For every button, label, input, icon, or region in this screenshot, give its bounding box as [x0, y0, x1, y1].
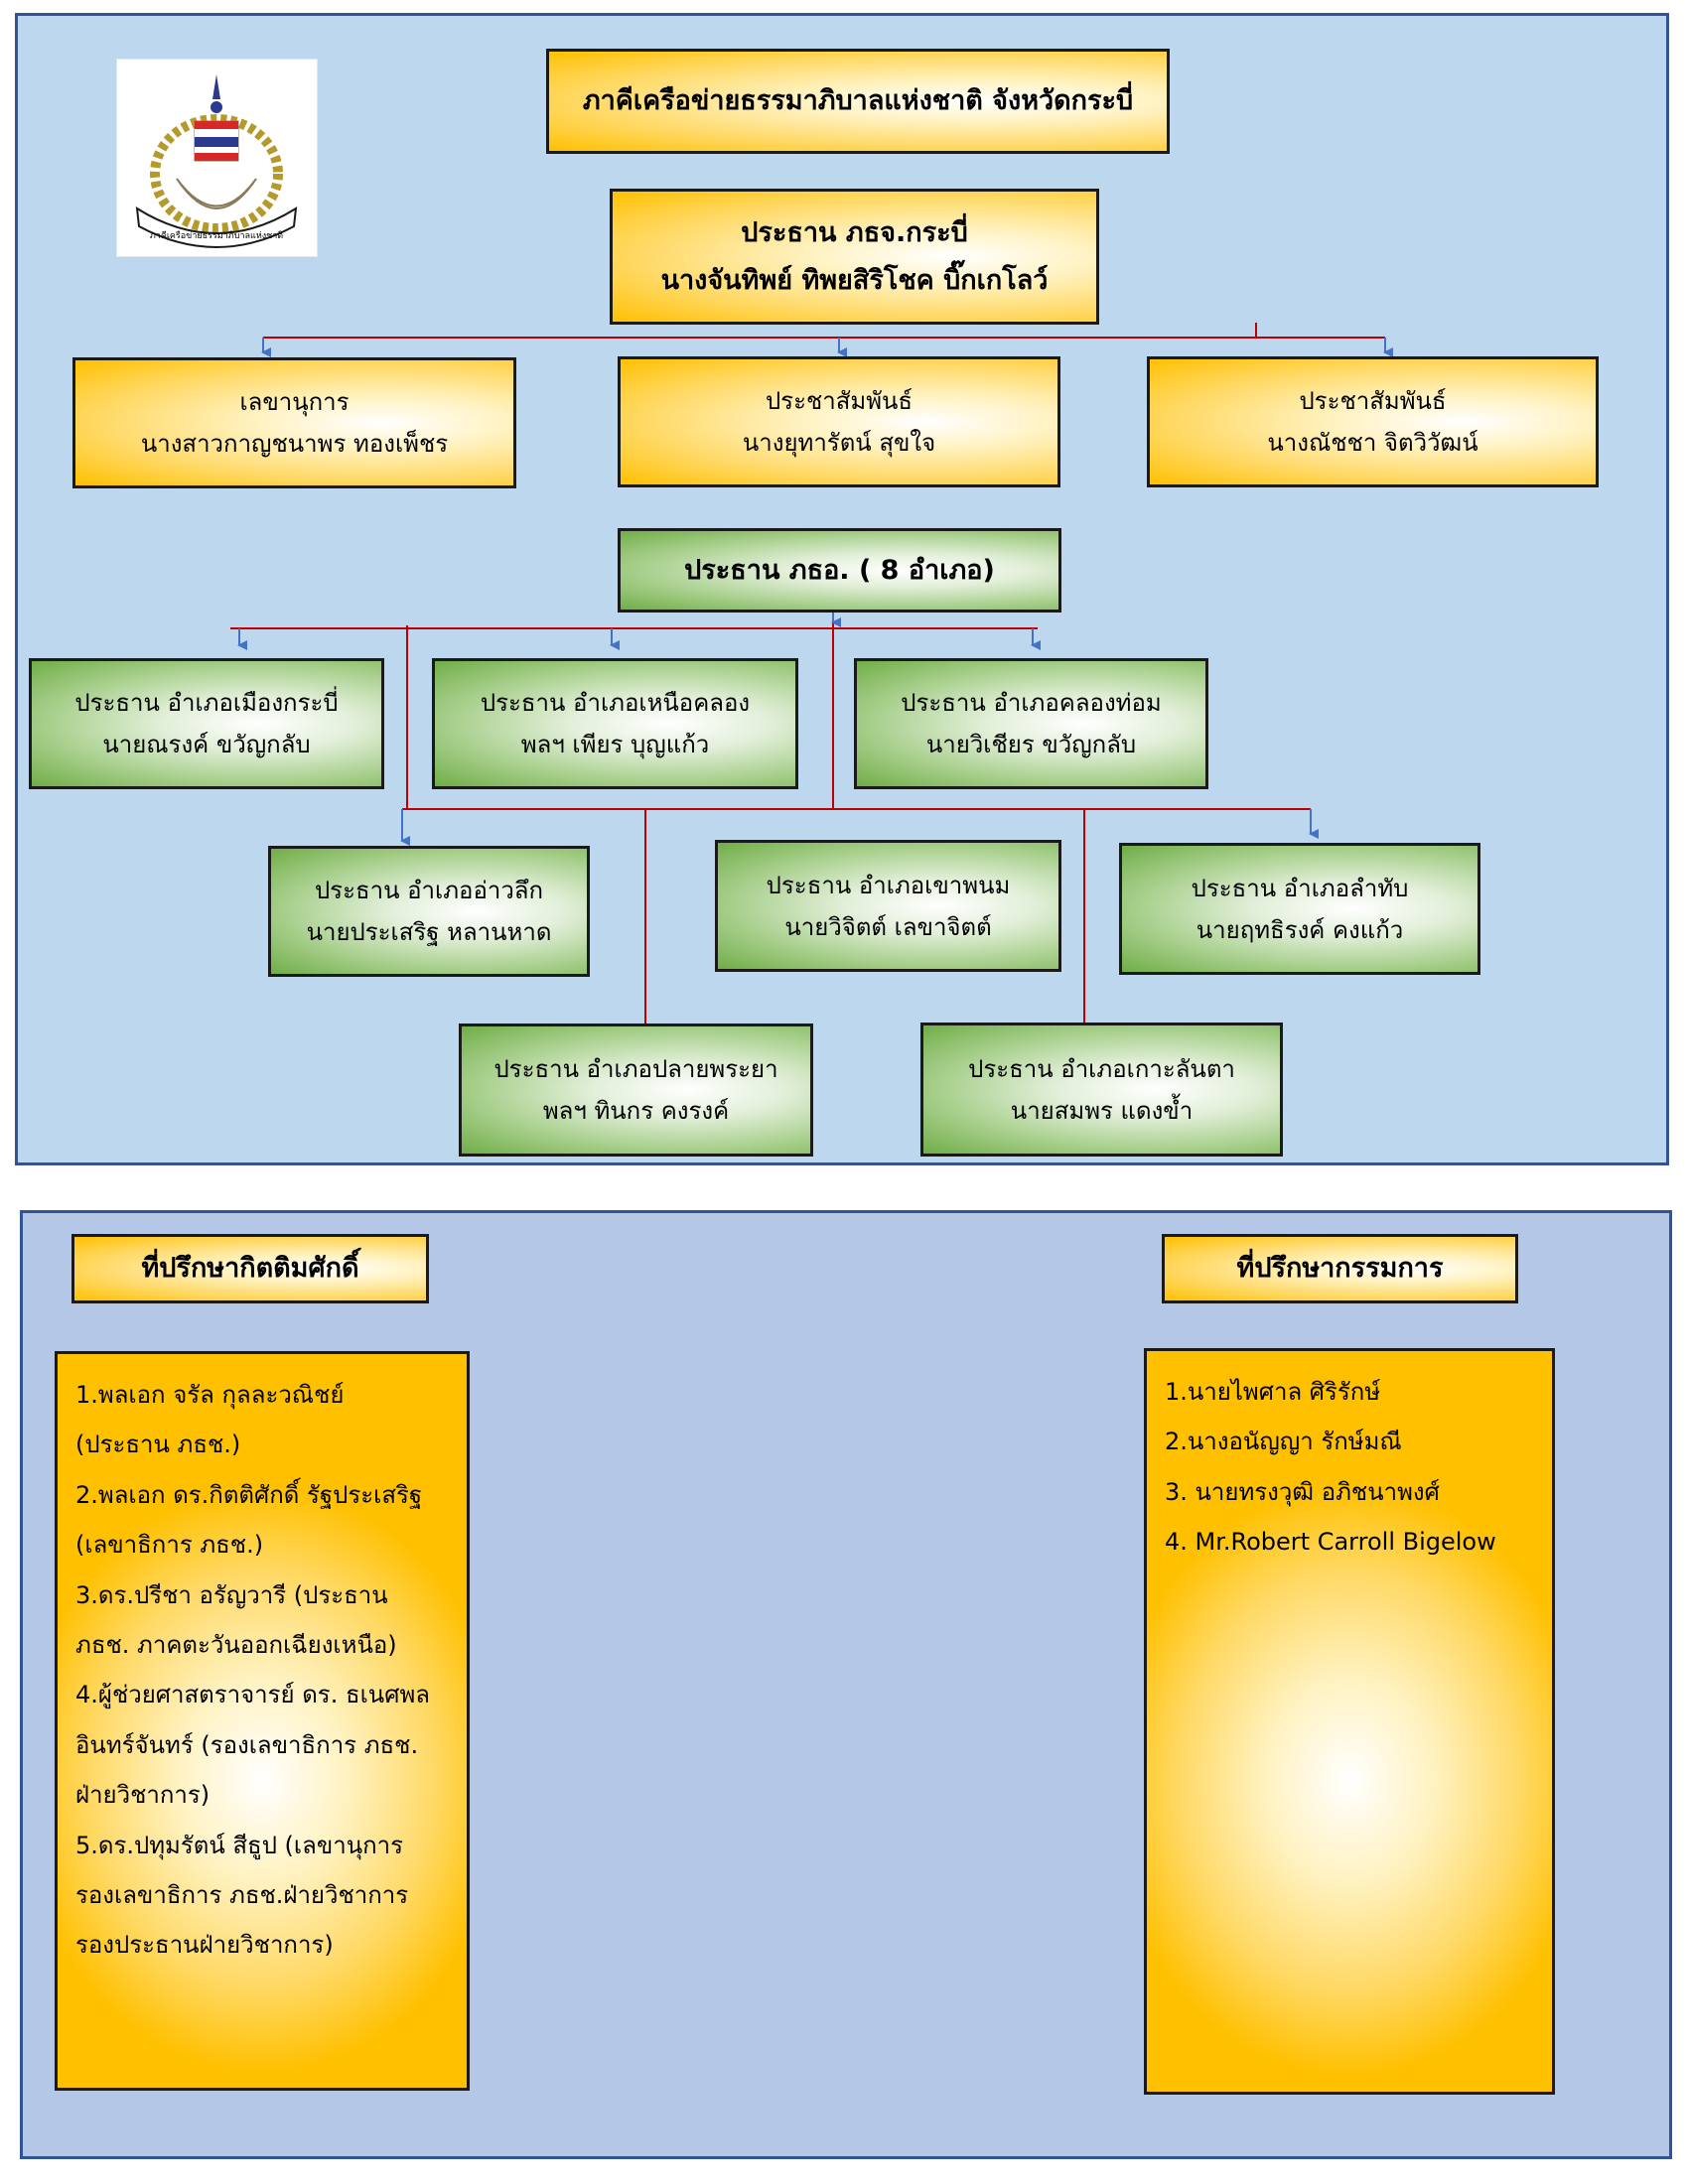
list-item: 1.พลเอก จรัล กุลละวณิชย์: [75, 1381, 345, 1409]
district-name: นายณรงค์ ขวัญกลับ: [102, 731, 311, 758]
officer-box-pr-2: ประชาสัมพันธ์ นางณัชชา จิตวิวัฒน์: [1147, 356, 1599, 487]
list-item: 3. นายทรงวุฒิ อภิชนาพงศ์: [1165, 1477, 1440, 1506]
committee-advisors-title: ที่ปรึกษากรรมการ: [1236, 1253, 1444, 1285]
list-item: 4. Mr.Robert Carroll Bigelow: [1165, 1528, 1496, 1557]
district-role: ประธาน อำเภอเขาพนม: [766, 871, 1011, 899]
list-item: ภธช. ภาคตะวันออกเฉียงเหนือ): [75, 1630, 397, 1659]
logo-emblem-icon: ภาคีเครือข่ายธรรมาภิบาลแห่งชาติ: [135, 74, 298, 248]
list-item: 5.ดร.ปทุมรัตน์ สีธูป (เลขานุการ: [75, 1831, 404, 1859]
list-item: 3.ดร.ปรีชา อรัญวารี (ประธาน: [75, 1580, 388, 1609]
list-item: รองประธานฝ่ายวิชาการ): [75, 1931, 334, 1960]
district-box-nuea-khlong: ประธาน อำเภอเหนือคลอง พลฯ เพียร บุญแก้ว: [432, 658, 798, 789]
officer-name: นางณัชชา จิตวิวัฒน์: [1267, 429, 1478, 457]
officer-role: ประชาสัมพันธ์: [765, 387, 914, 415]
chair-role: ประธาน ภธจ.กระบี่: [741, 217, 968, 249]
committee-advisors-list: 1.นายไพศาล ศิริรักษ์ 2.นางอนัญญา รักษ์มณ…: [1144, 1348, 1555, 2095]
district-role: ประธาน อำเภอลำทับ: [1191, 874, 1409, 902]
officer-name: นางยุทารัตน์ สุขใจ: [742, 429, 936, 457]
district-name: นายวิจิตต์ เลขาจิตต์: [784, 912, 992, 941]
officer-box-secretary: เลขานุการ นางสาวกาญชนาพร ทองเพ็ชร: [72, 357, 516, 488]
chair-box: ประธาน ภธจ.กระบี่ นางจันทิพย์ ทิพยสิริโช…: [610, 189, 1099, 325]
district-role: ประธาน อำเภอเหนือคลอง: [480, 689, 751, 717]
district-head-box: ประธาน ภธอ. ( 8 อำเภอ): [618, 528, 1061, 613]
logo-text: ภาคีเครือข่ายธรรมาภิบาลแห่งชาติ: [150, 230, 283, 241]
district-box-ao-luek: ประธาน อำเภออ่าวลึก นายประเสริฐ หลานหาด: [268, 846, 590, 977]
district-name: นายวิเชียร ขวัญกลับ: [925, 731, 1137, 758]
district-box-plai-phraya: ประธาน อำเภอปลายพระยา พลฯ ทินกร คงรงค์: [459, 1024, 813, 1157]
list-item: (เลขาธิการ ภธช.): [75, 1531, 264, 1560]
district-role: ประธาน อำเภออ่าวลึก: [314, 877, 544, 904]
list-item: รองเลขาธิการ ภธช.ฝ่ายวิชาการ: [75, 1880, 409, 1909]
officer-role: ประชาสัมพันธ์: [1299, 387, 1447, 415]
officer-role: เลขานุการ: [239, 388, 350, 416]
page-title-text: ภาคีเครือข่ายธรรมาภิบาลแห่งชาติ จังหวัดก…: [582, 85, 1134, 117]
district-box-mueang-krabi: ประธาน อำเภอเมืองกระบี่ นายณรงค์ ขวัญกลั…: [29, 658, 384, 789]
district-role: ประธาน อำเภอเมืองกระบี่: [74, 689, 339, 717]
network-logo: ภาคีเครือข่ายธรรมาภิบาลแห่งชาติ: [116, 59, 318, 257]
district-role: ประธาน อำเภอเกาะลันตา: [968, 1054, 1235, 1083]
list-item: 1.นายไพศาล ศิริรักษ์: [1165, 1378, 1381, 1406]
list-item: 4.ผู้ช่วยศาสตราจารย์ ดร. ธเนศพล: [75, 1681, 430, 1709]
district-role: ประธาน อำเภอปลายพระยา: [493, 1055, 778, 1083]
district-box-lam-thap: ประธาน อำเภอลำทับ นายฤทธิรงค์ คงแก้ว: [1119, 843, 1480, 975]
chair-name: นางจันทิพย์ ทิพยสิริโชค บิ๊กเกโลว์: [660, 264, 1049, 296]
list-item: 2.พลเอก ดร.กิตติศักดิ์ รัฐประเสริฐ: [75, 1480, 423, 1509]
list-item: อินทร์จันทร์ (รองเลขาธิการ ภธช.: [75, 1730, 419, 1759]
honorary-advisors-heading: ที่ปรึกษากิตติมศักดิ์: [71, 1234, 429, 1303]
honorary-advisors-title: ที่ปรึกษากิตติมศักดิ์: [141, 1253, 359, 1285]
district-name: พลฯ เพียร บุญแก้ว: [520, 731, 710, 758]
list-item: 2.นางอนัญญา รักษ์มณี: [1165, 1428, 1402, 1456]
district-name: นายฤทธิรงค์ คงแก้ว: [1196, 915, 1404, 944]
officer-box-pr-1: ประชาสัมพันธ์ นางยุทารัตน์ สุขใจ: [618, 356, 1060, 487]
district-box-khlong-thom: ประธาน อำเภอคลองท่อม นายวิเชียร ขวัญกลับ: [854, 658, 1208, 789]
district-name: นายสมพร แดงข้ำ: [1010, 1096, 1194, 1125]
honorary-advisors-list: 1.พลเอก จรัล กุลละวณิชย์ (ประธาน ภธช.) 2…: [55, 1351, 470, 2091]
district-head-text: ประธาน ภธอ. ( 8 อำเภอ): [684, 554, 995, 586]
committee-advisors-heading: ที่ปรึกษากรรมการ: [1162, 1234, 1518, 1303]
page-title: ภาคีเครือข่ายธรรมาภิบาลแห่งชาติ จังหวัดก…: [546, 49, 1170, 154]
district-name: นายประเสริฐ หลานหาด: [306, 918, 552, 946]
list-item: ฝ่ายวิชาการ): [75, 1781, 211, 1810]
officer-name: นางสาวกาญชนาพร ทองเพ็ชร: [140, 430, 449, 458]
district-box-khao-phanom: ประธาน อำเภอเขาพนม นายวิจิตต์ เลขาจิตต์: [715, 840, 1061, 972]
district-box-ko-lanta: ประธาน อำเภอเกาะลันตา นายสมพร แดงข้ำ: [920, 1023, 1283, 1157]
list-item: (ประธาน ภธช.): [75, 1431, 241, 1459]
district-role: ประธาน อำเภอคลองท่อม: [901, 689, 1162, 717]
district-name: พลฯ ทินกร คงรงค์: [542, 1097, 730, 1125]
